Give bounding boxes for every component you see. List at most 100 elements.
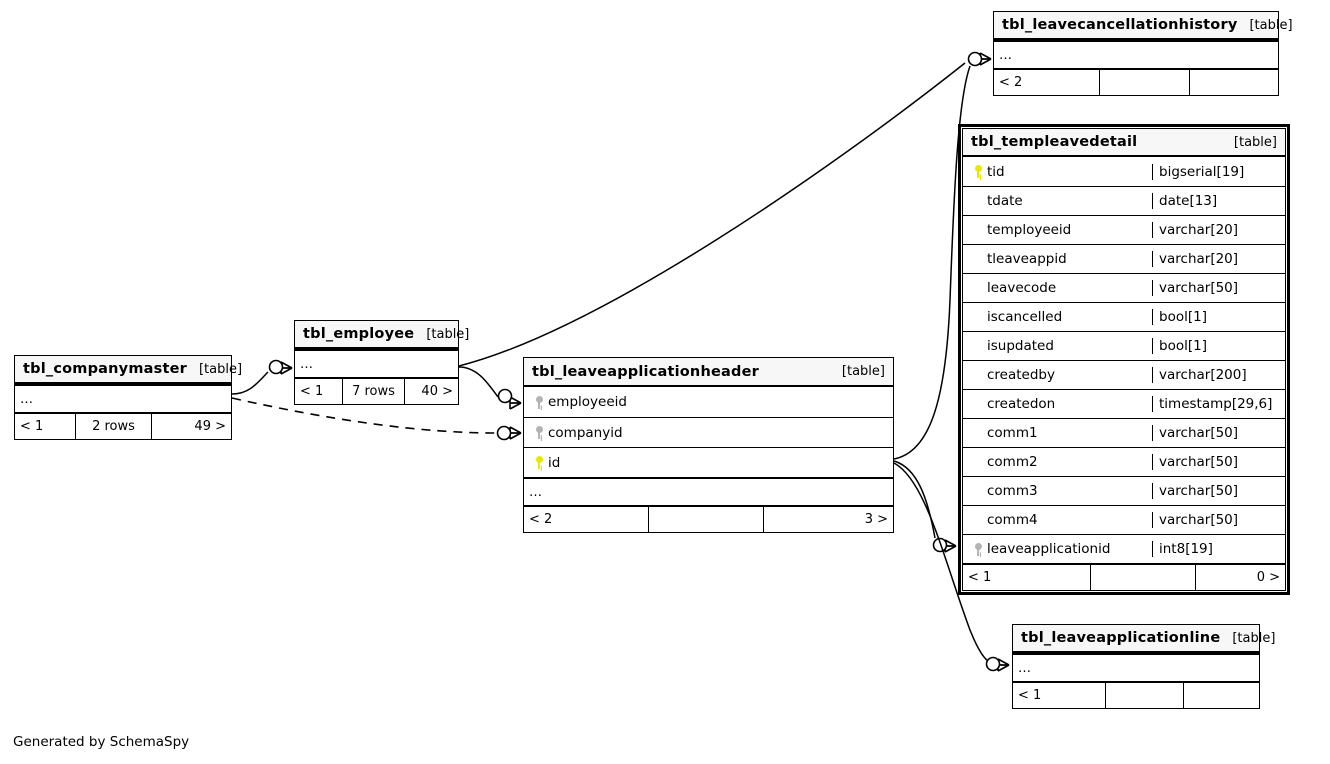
- column-name: comm4: [987, 512, 1038, 528]
- column-type: bool[1]: [1152, 309, 1285, 325]
- table-row[interactable]: tid bigserial[19]: [963, 157, 1285, 186]
- edge-employee-leavecancellationhistory: [458, 51, 992, 367]
- table-node-tbl-leaveapplicationline[interactable]: tbl_leaveapplicationline [table] … < 1: [1012, 624, 1275, 709]
- column-name: createdon: [987, 396, 1056, 412]
- column-type: varchar[50]: [1152, 512, 1285, 528]
- table-row[interactable]: companyid: [524, 417, 893, 447]
- footer-incoming-count: < 1: [1018, 688, 1042, 703]
- table-footer: < 2: [994, 68, 1278, 95]
- footer-row-count: [648, 507, 763, 532]
- table-tag: [table]: [426, 326, 470, 342]
- table-row[interactable]: tleaveappid varchar[20]: [963, 244, 1285, 273]
- table-row[interactable]: createdon timestamp[29,6]: [963, 389, 1285, 418]
- columns-ellipsis: …: [994, 40, 1278, 68]
- footer-outgoing-count: [1183, 683, 1259, 708]
- column-name: leaveapplicationid: [987, 541, 1111, 557]
- table-title: tbl_leaveapplicationheader: [532, 363, 759, 380]
- column-name: tid: [987, 163, 1005, 180]
- table-header: tbl_employee [table]: [295, 321, 469, 349]
- table-header: tbl_templeavedetail [table]: [963, 129, 1285, 157]
- foreign-key-icon: [969, 541, 987, 557]
- table-row[interactable]: leavecode varchar[50]: [963, 273, 1285, 302]
- table-row[interactable]: isupdated bool[1]: [963, 331, 1285, 360]
- column-type: varchar[50]: [1152, 280, 1285, 296]
- generator-credit: Generated by SchemaSpy: [13, 734, 190, 750]
- column-name: companyid: [548, 424, 623, 441]
- table-node-tbl-leaveapplicationheader[interactable]: tbl_leaveapplicationheader [table] emplo…: [523, 357, 894, 533]
- column-name: tdate: [987, 193, 1023, 209]
- foreign-key-icon: [530, 394, 548, 410]
- table-row[interactable]: iscancelled bool[1]: [963, 302, 1285, 331]
- column-type: bool[1]: [1152, 338, 1285, 354]
- columns-ellipsis: …: [1013, 653, 1259, 681]
- primary-key-icon: [969, 164, 987, 180]
- column-type: varchar[50]: [1152, 454, 1285, 470]
- column-name: iscancelled: [987, 309, 1063, 325]
- footer-incoming-count: < 2: [529, 512, 553, 527]
- table-title: tbl_leavecancellationhistory: [1002, 17, 1238, 33]
- column-name: employeeid: [548, 394, 627, 410]
- footer-outgoing-count: 3 >: [763, 507, 893, 532]
- table-node-tbl-templeavedetail[interactable]: tbl_templeavedetail [table] tid bigseria…: [958, 124, 1290, 595]
- column-type: varchar[50]: [1152, 425, 1285, 441]
- footer-incoming-count: < 1: [968, 570, 992, 585]
- column-type: varchar[20]: [1152, 251, 1285, 267]
- table-footer: < 1 2 rows 49 >: [15, 412, 231, 439]
- table-row[interactable]: createdby varchar[200]: [963, 360, 1285, 389]
- edge-employee-leaveapplicationheader: [458, 366, 522, 410]
- table-row[interactable]: leaveapplicationid int8[19]: [963, 534, 1285, 563]
- table-title: tbl_employee: [303, 326, 415, 342]
- column-name: comm3: [987, 483, 1038, 499]
- table-node-tbl-leavecancellationhistory[interactable]: tbl_leavecancellationhistory [table] … <…: [993, 11, 1293, 96]
- footer-incoming-count: < 1: [20, 419, 44, 434]
- table-tag: [table]: [1232, 630, 1276, 646]
- footer-row-count: [1105, 683, 1183, 708]
- column-name: comm1: [987, 425, 1038, 441]
- table-node-tbl-employee[interactable]: tbl_employee [table] … < 1 7 rows 40 >: [294, 320, 469, 405]
- column-name: temployeeid: [987, 222, 1072, 238]
- table-footer: < 1 7 rows 40 >: [295, 377, 458, 404]
- table-row[interactable]: comm2 varchar[50]: [963, 447, 1285, 476]
- columns-ellipsis: …: [15, 384, 231, 412]
- table-row[interactable]: employeeid: [524, 387, 893, 417]
- column-name: tleaveappid: [987, 251, 1067, 267]
- table-tag: [table]: [1249, 17, 1293, 33]
- table-title: tbl_templeavedetail: [971, 134, 1138, 150]
- column-type: varchar[50]: [1152, 483, 1285, 499]
- foreign-key-icon: [530, 425, 548, 441]
- column-type: int8[19]: [1152, 541, 1285, 557]
- table-tag: [table]: [841, 364, 885, 379]
- table-row[interactable]: temployeeid varchar[20]: [963, 215, 1285, 244]
- column-type: bigserial[19]: [1152, 163, 1285, 180]
- column-rows: employeeid companyid id: [524, 387, 893, 477]
- column-name: createdby: [987, 367, 1055, 383]
- table-node-tbl-companymaster[interactable]: tbl_companymaster [table] … < 1 2 rows 4…: [14, 355, 242, 440]
- footer-incoming-count: < 1: [300, 384, 324, 399]
- footer-outgoing-count: [1189, 70, 1278, 95]
- footer-incoming-count: < 2: [999, 75, 1023, 90]
- column-name: leavecode: [987, 280, 1057, 296]
- column-type: varchar[20]: [1152, 222, 1285, 238]
- table-footer: < 2 3 >: [524, 505, 893, 532]
- table-row[interactable]: tdate date[13]: [963, 186, 1285, 215]
- table-title: tbl_leaveapplicationline: [1021, 630, 1221, 646]
- footer-outgoing-count: 49 >: [151, 414, 231, 439]
- column-type: varchar[200]: [1152, 367, 1285, 383]
- table-row[interactable]: comm4 varchar[50]: [963, 505, 1285, 534]
- table-tag: [table]: [198, 361, 243, 377]
- table-row[interactable]: comm3 varchar[50]: [963, 476, 1285, 505]
- footer-row-count: 2 rows: [75, 414, 151, 439]
- column-rows: tid bigserial[19] tdate date[13] temploy…: [963, 157, 1285, 563]
- footer-row-count: [1099, 70, 1189, 95]
- footer-row-count: [1090, 565, 1195, 590]
- footer-row-count: 7 rows: [342, 379, 404, 404]
- footer-outgoing-count: 0 >: [1195, 565, 1285, 590]
- column-name: id: [548, 454, 561, 471]
- primary-key-icon: [530, 455, 548, 471]
- table-header: tbl_companymaster [table]: [15, 356, 242, 384]
- edge-leaveapplicationheader-templeavedetail: [893, 460, 957, 553]
- table-row[interactable]: id: [524, 447, 893, 477]
- table-row[interactable]: comm1 varchar[50]: [963, 418, 1285, 447]
- column-type: date[13]: [1152, 193, 1285, 209]
- table-header: tbl_leavecancellationhistory [table]: [994, 12, 1293, 40]
